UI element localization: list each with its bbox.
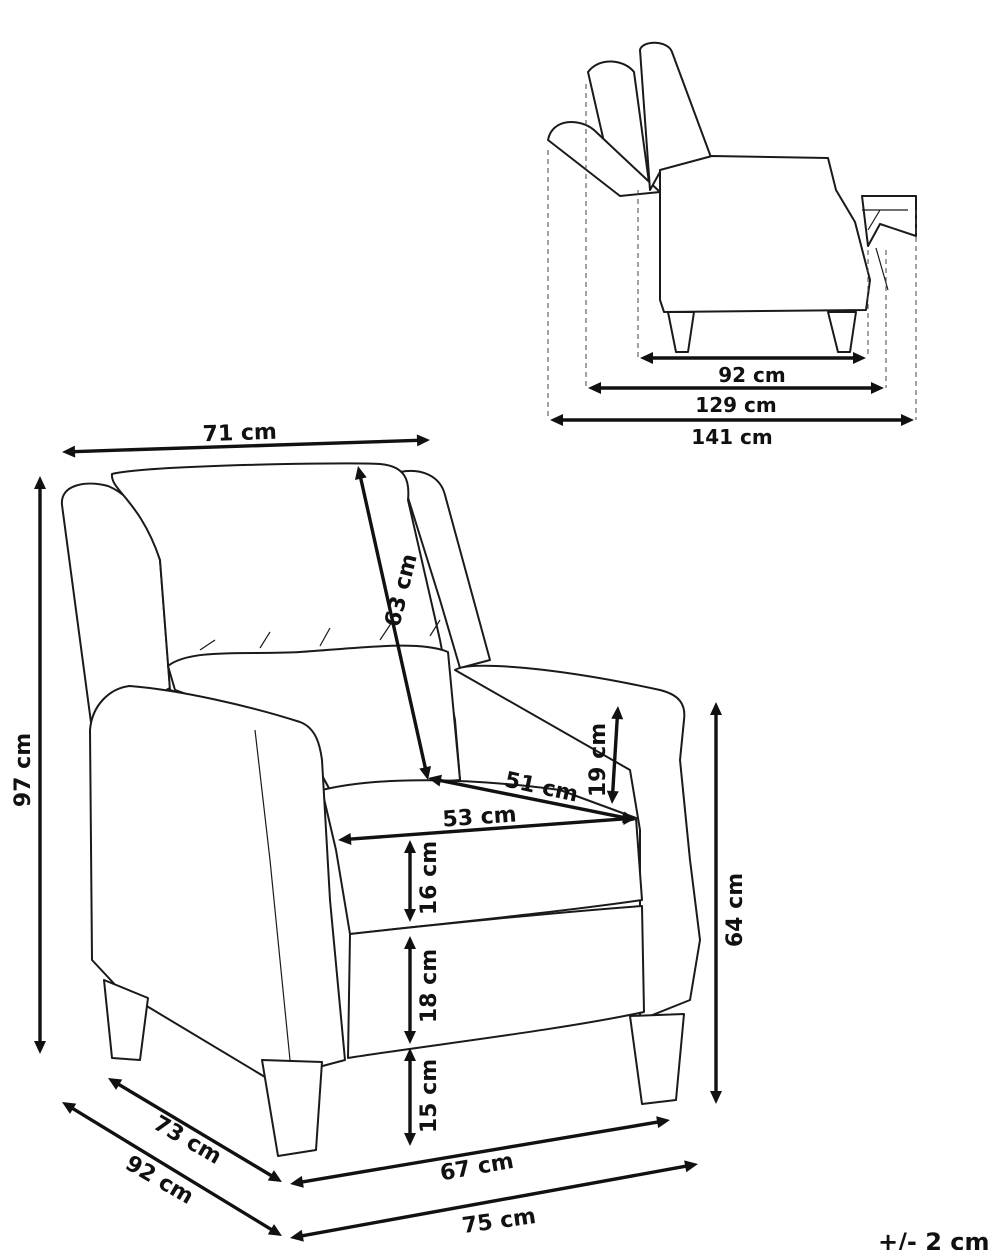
reclined-back-ghost-2 bbox=[547, 120, 661, 197]
right-armrest bbox=[454, 664, 701, 1021]
back-cushion bbox=[167, 644, 461, 791]
dim-armrest-height-above-seat: 19 cm bbox=[586, 723, 611, 797]
dim-side-seat-depth: 92 cm bbox=[718, 363, 786, 387]
left-armrest bbox=[89, 685, 346, 1081]
dim-width-67: 67 cm bbox=[438, 1149, 515, 1187]
side-front-leg bbox=[667, 311, 695, 353]
arrow-seat-width-head-start bbox=[338, 833, 352, 846]
arrow-depth-73-head-end bbox=[267, 1170, 282, 1182]
arrow-seat-width-line bbox=[348, 817, 626, 841]
arrow-side-141-head-end bbox=[901, 414, 914, 426]
dim-side-full-depth: 141 cm bbox=[691, 425, 772, 449]
dim-front-panel-height: 18 cm bbox=[417, 949, 442, 1023]
arrow-armrest-height-head-end bbox=[710, 1091, 722, 1104]
front-right-leg bbox=[261, 1059, 323, 1157]
front-view-drawing bbox=[60, 462, 701, 1157]
arrow-depth-92-head-start bbox=[62, 1102, 77, 1114]
dim-total-width: 71 cm bbox=[202, 420, 277, 448]
dim-seat-cushion-height: 16 cm bbox=[417, 841, 442, 915]
arrow-total-height-head-start bbox=[34, 476, 46, 489]
side-body bbox=[659, 155, 871, 313]
side-back-leg bbox=[827, 311, 857, 353]
arrow-side-129-head-start bbox=[588, 382, 601, 394]
arrow-total-width-head-end bbox=[416, 434, 430, 447]
side-view-drawing bbox=[547, 41, 917, 420]
arrow-side-92-head-start bbox=[640, 352, 653, 364]
arrow-width-67-line bbox=[300, 1120, 660, 1184]
arrow-seat-cushion-height-head-end bbox=[404, 909, 416, 922]
arrow-armrest-above-seat-line bbox=[610, 716, 620, 794]
left-arm-piping bbox=[254, 729, 291, 1061]
arrow-seat-width-head-end bbox=[622, 812, 636, 825]
arrow-backrest-height-head-start bbox=[354, 466, 367, 480]
arrow-width-67-head-start bbox=[290, 1175, 304, 1188]
dim-width-75: 75 cm bbox=[461, 1204, 538, 1239]
arrow-armrest-above-seat-head-start bbox=[611, 706, 624, 720]
arrow-depth-73-head-start bbox=[108, 1078, 123, 1090]
arrow-total-height-head-end bbox=[34, 1041, 46, 1054]
dim-seat-width: 53 cm bbox=[442, 802, 518, 832]
back-right-leg bbox=[629, 1013, 685, 1105]
footrest bbox=[861, 195, 917, 247]
arrow-front-panel-height-head-start bbox=[404, 936, 416, 949]
dim-total-height: 97 cm bbox=[11, 733, 36, 807]
arrow-armrest-height-head-start bbox=[710, 702, 722, 715]
tolerance-note: +/- 2 cm bbox=[878, 1228, 989, 1250]
arrow-depth-92-line bbox=[70, 1106, 274, 1232]
arrow-seat-depth-line bbox=[438, 778, 626, 820]
arrow-width-75-line bbox=[300, 1164, 688, 1238]
arrow-width-75-head-end bbox=[684, 1160, 698, 1173]
arrow-armrest-above-seat-head-end bbox=[606, 790, 619, 804]
cushion-tufting bbox=[199, 619, 441, 651]
arrow-width-75-head-start bbox=[290, 1229, 304, 1242]
arrow-leg-height-head-start bbox=[404, 1048, 416, 1061]
front-left-leg bbox=[103, 979, 149, 1061]
arrow-seat-depth-head-start bbox=[428, 774, 442, 787]
arrow-seat-cushion-height-head-start bbox=[404, 840, 416, 853]
arrow-side-129-head-end bbox=[871, 382, 884, 394]
dim-armrest-height: 64 cm bbox=[723, 873, 748, 947]
dim-side-reclined-depth: 129 cm bbox=[695, 393, 776, 417]
reclined-back-ghost-1 bbox=[587, 60, 651, 191]
arrow-side-92-head-end bbox=[853, 352, 866, 364]
arrow-depth-92-head-end bbox=[267, 1224, 282, 1236]
dim-leg-height: 15 cm bbox=[417, 1059, 442, 1133]
arrow-front-panel-height-head-end bbox=[404, 1031, 416, 1044]
arrow-side-141-head-start bbox=[550, 414, 563, 426]
arrow-total-width-line bbox=[72, 438, 420, 454]
arrow-depth-73-line bbox=[116, 1082, 274, 1178]
arrow-backrest-height-head-end bbox=[419, 766, 432, 780]
arrow-width-67-head-end bbox=[656, 1116, 670, 1129]
dimension-lines bbox=[34, 352, 914, 1242]
arrow-backrest-height-line bbox=[358, 476, 428, 770]
arrow-leg-height-head-end bbox=[404, 1133, 416, 1146]
arrow-total-width-head-start bbox=[62, 445, 76, 458]
front-panel bbox=[347, 905, 645, 1059]
footrest-mechanism bbox=[862, 209, 908, 291]
